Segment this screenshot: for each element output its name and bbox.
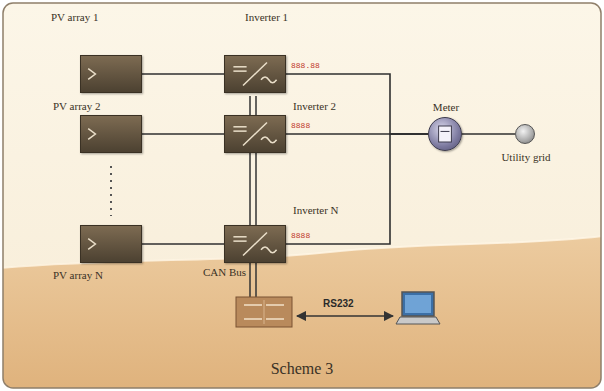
inverter-box: Inverter 2 [224, 115, 286, 153]
ellipsis-dots [110, 166, 112, 216]
display-reading: 8888 [291, 122, 310, 131]
node-heading: Meter [433, 101, 459, 113]
wire-connector [286, 74, 428, 134]
box-symbol [81, 116, 141, 152]
node-heading: PV array N [53, 269, 103, 281]
meter-circle: Meter [428, 117, 462, 151]
inverter-box: Inverter 1 [224, 55, 286, 93]
box-symbol [81, 56, 141, 92]
box-symbol [429, 118, 461, 150]
node-heading: PV array 2 [53, 100, 100, 112]
data-logger [236, 297, 292, 327]
inverter-box: Inverter N [224, 225, 286, 263]
laptop-icon [396, 292, 440, 324]
rs232-link [297, 315, 393, 317]
box-symbol [516, 125, 534, 143]
box-symbol [225, 116, 285, 152]
grid-circle: Utility grid [515, 124, 535, 144]
bus-label: CAN Bus [203, 266, 246, 278]
node-heading: Inverter 1 [245, 11, 288, 23]
node-heading: Utility grid [501, 151, 550, 163]
box-symbol [225, 56, 285, 92]
wire-connector [286, 134, 428, 244]
wire-connector [462, 133, 515, 135]
display-reading: 888.88 [291, 62, 320, 71]
caption: Scheme 3 [271, 360, 334, 378]
wire-connector [142, 133, 224, 135]
node-heading: Inverter N [293, 204, 339, 216]
node-heading: Inverter 2 [293, 100, 336, 112]
wire-connector [142, 73, 224, 75]
box-symbol [81, 226, 141, 262]
wire-connector [142, 243, 224, 245]
box-symbol [225, 226, 285, 262]
pv-array-box: PV array 2 [80, 115, 142, 153]
pv-array-box: PV array N [80, 225, 142, 263]
node-heading: PV array 1 [51, 11, 98, 23]
pv-array-box: PV array 1 [80, 55, 142, 93]
panel-border [3, 3, 601, 388]
interface-label: RS232 [323, 298, 354, 309]
display-reading: 8888 [291, 232, 310, 241]
